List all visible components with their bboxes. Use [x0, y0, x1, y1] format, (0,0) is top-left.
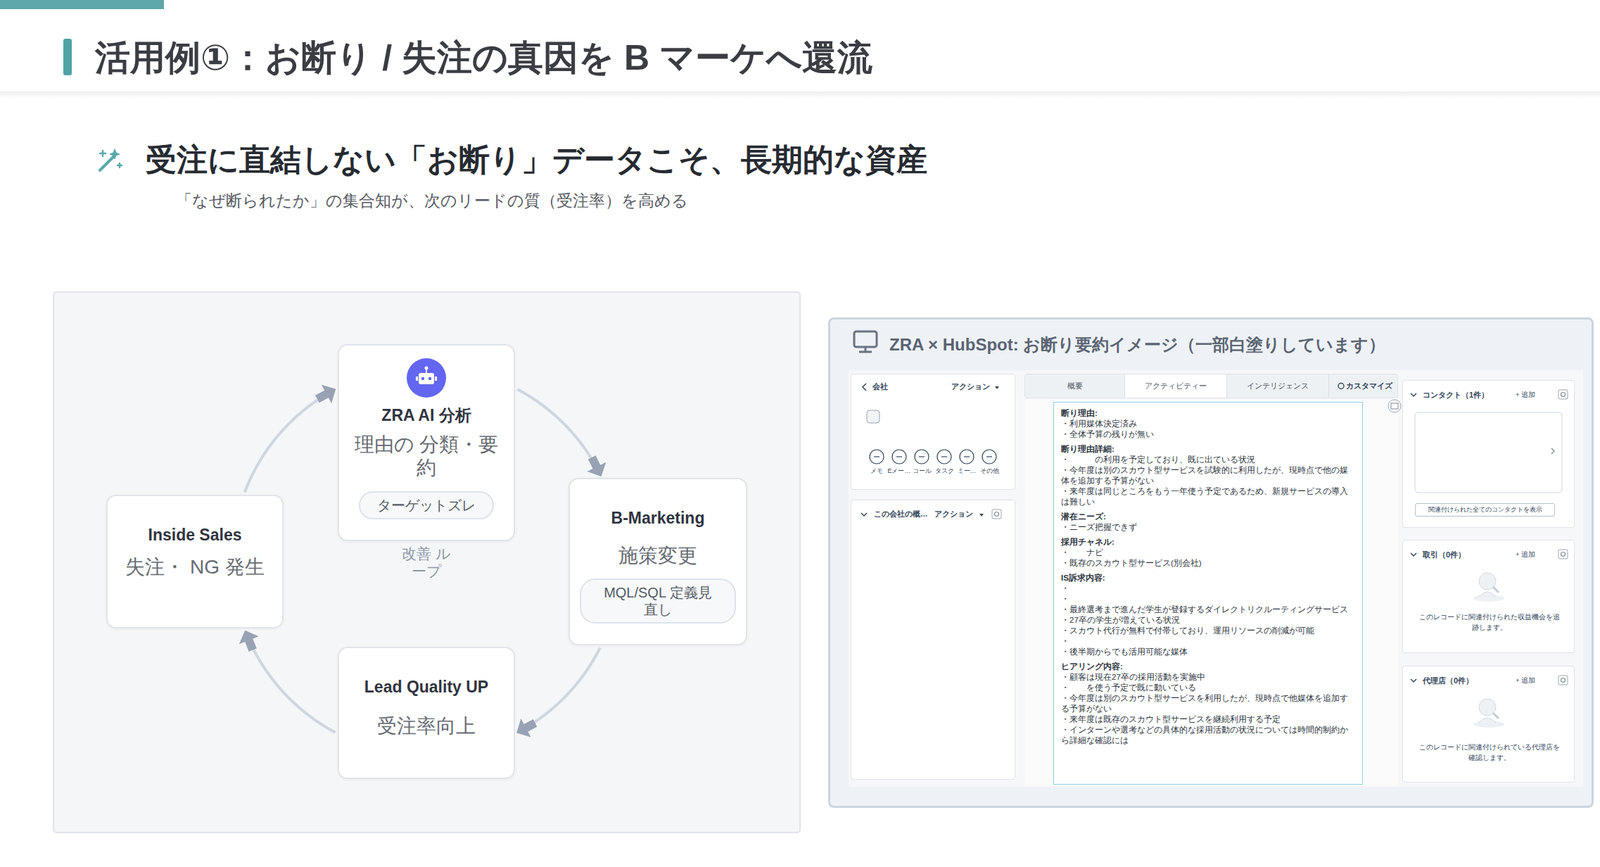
node-text: ・ニーズ把握できず: [1061, 522, 1356, 533]
node-text: アクション: [934, 509, 974, 520]
node-text: ・: [1061, 593, 1356, 605]
node-text: ・来年度は既存のスカウト型サービスを継続利用する予定: [1061, 714, 1356, 725]
node-text: ・既存のスカウト型サービス(別会社): [1061, 557, 1356, 569]
node-text: このレコードに関連付けられた収益機会を追跡します。: [1415, 612, 1563, 633]
node-text: タスク: [932, 466, 957, 476]
node-text: 潜在ニーズ:: [1061, 511, 1356, 523]
contact-card: コンタクト（1件） + 追加関連付けられた全てのコンタクトを表示: [1402, 379, 1575, 528]
overview-card: この会社の概… アクション: [850, 499, 1016, 780]
node-text: カスタマイズ: [1345, 374, 1397, 398]
node-text: このレコードに関連付けられている代理店を確認します。: [1415, 742, 1563, 763]
node-text: コール: [909, 466, 934, 476]
node-text: ・利用媒体決定済み: [1061, 418, 1356, 430]
node-text: 受注率向上: [348, 714, 504, 739]
node-text: ・ ナビ: [1061, 547, 1356, 558]
screenshot-panel: ZRA × HubSpot: お断り要約イメージ（一部白塗りしています）会社アク…: [828, 317, 1594, 808]
node-text: 概要: [1025, 374, 1126, 398]
header-shadow: [0, 91, 1600, 99]
node-text: ・来年度は同じところをもう一年使う予定であるため、新規サービスの導入は難しい: [1061, 486, 1356, 508]
node-text: ・最終選考まで進んだ学生が登録するダイレクトリクルーティングサービス: [1061, 604, 1356, 615]
header-band: [0, 0, 1600, 92]
robot-icon: [339, 345, 517, 409]
subline: 「なぜ断られたか」の集合知が、次のリードの質（受注率）を高める: [175, 191, 689, 212]
cycle-arrow: [244, 389, 335, 492]
node-text: ヒアリング内容:: [1061, 661, 1356, 672]
node-text: 断り理由詳細:: [1061, 443, 1356, 455]
headline: 受注に直結しない「お断り」データこそ、長期的な資産: [145, 141, 928, 179]
node-text: 失注・ NG 発生: [117, 555, 273, 580]
node-text: 採用チャネル:: [1061, 536, 1356, 548]
node-text: ターゲットズレ: [377, 496, 476, 514]
node-text: アクション: [951, 382, 990, 392]
node-text: ・インターンや選考などの具体的な採用活動の状況については時間的制約から詳細な確認…: [1061, 724, 1356, 746]
node-text: ・ の利用を予定しており、既に出ている状況: [1061, 454, 1356, 466]
node-text: ・今年度は別のスカウト型サービスを試験的に利用したが、現時点で他の媒体を追加する…: [1061, 465, 1356, 487]
overview-card-art: [851, 500, 1017, 781]
process-box: B-Marketing 施策変更 MQL/SQL 定義見直し: [568, 477, 748, 646]
cycle-arrow: [517, 647, 601, 733]
node-text: ・スカウト代行が無料で付帯しており、運用リソースの削減が可能: [1061, 625, 1356, 637]
node-text: 理由の 分類・要約: [348, 432, 504, 480]
link-button: 関連付けられた全てのコンタクトを表示: [1414, 503, 1555, 517]
node-text: IS訴求内容:: [1061, 572, 1356, 584]
node-text: 関連付けられた全てのコンタクトを表示: [1418, 505, 1552, 514]
node-text: ZRA × HubSpot: お断り要約イメージ（一部白塗りしています）: [889, 333, 1386, 357]
cycle-arrow: [245, 631, 336, 733]
process-box: Inside Sales 失注・ NG 発生: [106, 494, 284, 629]
node-text: 取引（0件）: [1422, 549, 1466, 561]
company-card: 会社 アクションメモEメー…コールタスクミー…その他: [850, 373, 1016, 490]
node-text: その他: [977, 466, 1002, 476]
node-text: ・: [1061, 583, 1356, 594]
deals-card: 取引（0件） + 追加このレコードに関連付けられた収益機会を追跡します。: [1402, 539, 1575, 653]
node-text: ・27卒の学生が増えている状況: [1061, 614, 1356, 626]
agents-card: 代理店（0件） + 追加このレコードに関連付けられている代理店を確認します。: [1402, 665, 1575, 783]
node-text: ・今年度は別のスカウト型サービスを利用したが、現時点で他媒体を追加する予算がない: [1061, 693, 1356, 715]
node-text: ・ を使う予定で既に動いている: [1061, 682, 1356, 694]
accent-strip: [0, 0, 164, 10]
node-text: 代理店（0件）: [1422, 675, 1474, 687]
node-text: Inside Sales: [117, 525, 273, 546]
node-text: メモ: [864, 466, 889, 476]
node-text: + 追加: [1515, 676, 1536, 686]
node-text: Lead Quality UP: [348, 677, 504, 698]
node-text: インテリジェンス: [1227, 374, 1330, 398]
process-box: ZRA AI 分析理由の 分類・要約ターゲットズレ: [337, 344, 516, 542]
loop-label: 改善 ループ: [398, 544, 455, 580]
node-text: 断り理由:: [1061, 408, 1356, 419]
node-text: ・: [1061, 636, 1356, 647]
node-text: Eメー…: [887, 466, 912, 476]
node-text: ZRA AI 分析: [348, 405, 504, 426]
node-text: B-Marketing: [579, 508, 736, 529]
tag-pill: ターゲットズレ: [358, 491, 494, 520]
node-text: アクティビティー: [1125, 374, 1228, 398]
node-text: ・全体予算の残りが無い: [1061, 429, 1356, 440]
node-text: ・顧客は現在27卒の採用活動を実施中: [1061, 671, 1356, 683]
node-text: + 追加: [1515, 550, 1536, 560]
node-text: + 追加: [1515, 390, 1536, 400]
cycle-arrow: [517, 389, 601, 476]
title-accent: [63, 38, 72, 76]
node-text: この会社の概…: [873, 509, 929, 520]
wand-icon: [99, 149, 122, 171]
tab-bar: 概要アクティビティーインテリジェンスカスタマイズ: [1024, 373, 1399, 399]
node-text: MQL/SQL 定義見直し: [598, 583, 718, 618]
node-text: 施策変更: [579, 543, 736, 568]
node-text: 会社: [872, 381, 888, 392]
process-box: Lead Quality UP 受注率向上: [337, 646, 516, 779]
tag-pill: MQL/SQL 定義見直し: [579, 578, 736, 624]
node-text: ミー…: [954, 466, 979, 476]
cycle-panel: [53, 291, 800, 833]
slide-title: 活用例①：お断り / 失注の真因を B マーケへ還流: [94, 36, 873, 79]
node-text: コンタクト（1件）: [1422, 389, 1489, 401]
note-box: 断り理由:・利用媒体決定済み・全体予算の残りが無い断り理由詳細:・ の利用を予定…: [1053, 401, 1363, 785]
node-text: ・後半期からでも活用可能な媒体: [1061, 646, 1356, 658]
